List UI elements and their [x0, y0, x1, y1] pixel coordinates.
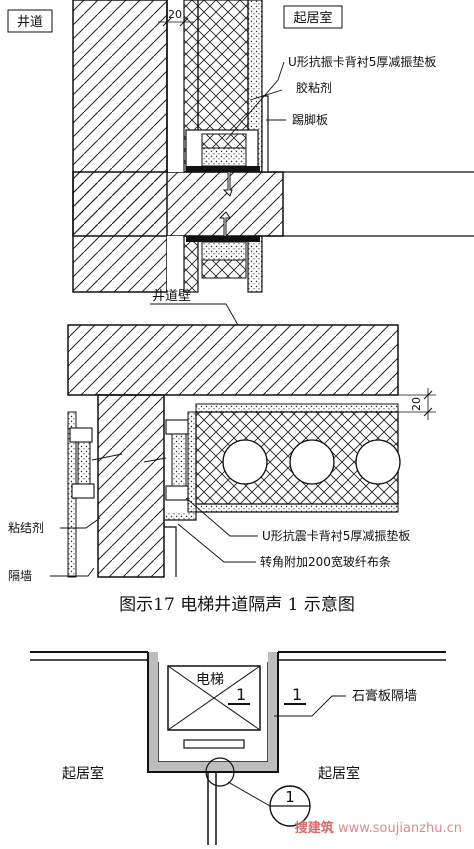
label-shaft-wall: 井道壁: [152, 289, 191, 304]
callout-skirting: 踢脚板: [292, 112, 328, 127]
watermark: 搜建筑 www.soujianzhu.cn: [295, 817, 462, 836]
label-gypsum-partition: 石膏板隔墙: [352, 688, 417, 704]
floor-slab: [72, 171, 284, 237]
u-channel-top: [186, 166, 260, 172]
figure-caption: 图示17 电梯井道隔声 1 示意图: [119, 595, 355, 615]
dim-gap-mid: 20: [410, 397, 423, 411]
label-living-room-left: 起居室: [62, 765, 104, 782]
callout-damping-pad-mid: U形抗震卡背衬5厚减振垫板: [262, 528, 410, 543]
callout-fiber-strip: 转角附加200宽玻纤布条: [260, 554, 391, 569]
callout-damping-pad-top: U形抗振卡背衬5厚减振垫板: [288, 54, 436, 69]
dim-gap-top: 20: [168, 8, 182, 21]
plan-view: 电梯 1 1 1 石膏板隔墙 起居室 起居室: [30, 651, 446, 845]
label-adhesive: 粘结剂: [8, 520, 44, 535]
detail-middle: 20 井道壁 粘结剂 隔墙 U形抗震卡背衬5厚减振垫板 转角附加200宽玻纤布条: [8, 289, 436, 583]
watermark-mark: 搜建筑: [294, 821, 334, 836]
elevator-door: [183, 739, 245, 749]
partition-column: [97, 394, 165, 578]
detail-top: 20 井道 起居室 U形抗振卡背衬5厚减振垫板 胶粘剂 踢脚板: [7, 0, 474, 293]
label-living-room-right: 起居室: [318, 765, 360, 782]
detail-index-number: 1: [285, 788, 295, 806]
label-shaft: 井道: [17, 15, 43, 30]
shaft-wall-vertical: [72, 0, 168, 293]
watermark-url: www.soujianzhu.cn: [337, 821, 462, 836]
section-mark-outer: 1: [292, 685, 302, 704]
section-mark-inner: 1: [236, 685, 246, 704]
label-living-room-top: 起居室: [293, 10, 332, 26]
skirting-board: [261, 95, 269, 173]
callout-glue: 胶粘剂: [296, 80, 332, 95]
label-elevator: 电梯: [196, 672, 224, 688]
label-partition: 隔墙: [8, 569, 32, 583]
gap: [168, 0, 184, 172]
shaft-wall-slab: [67, 324, 399, 396]
